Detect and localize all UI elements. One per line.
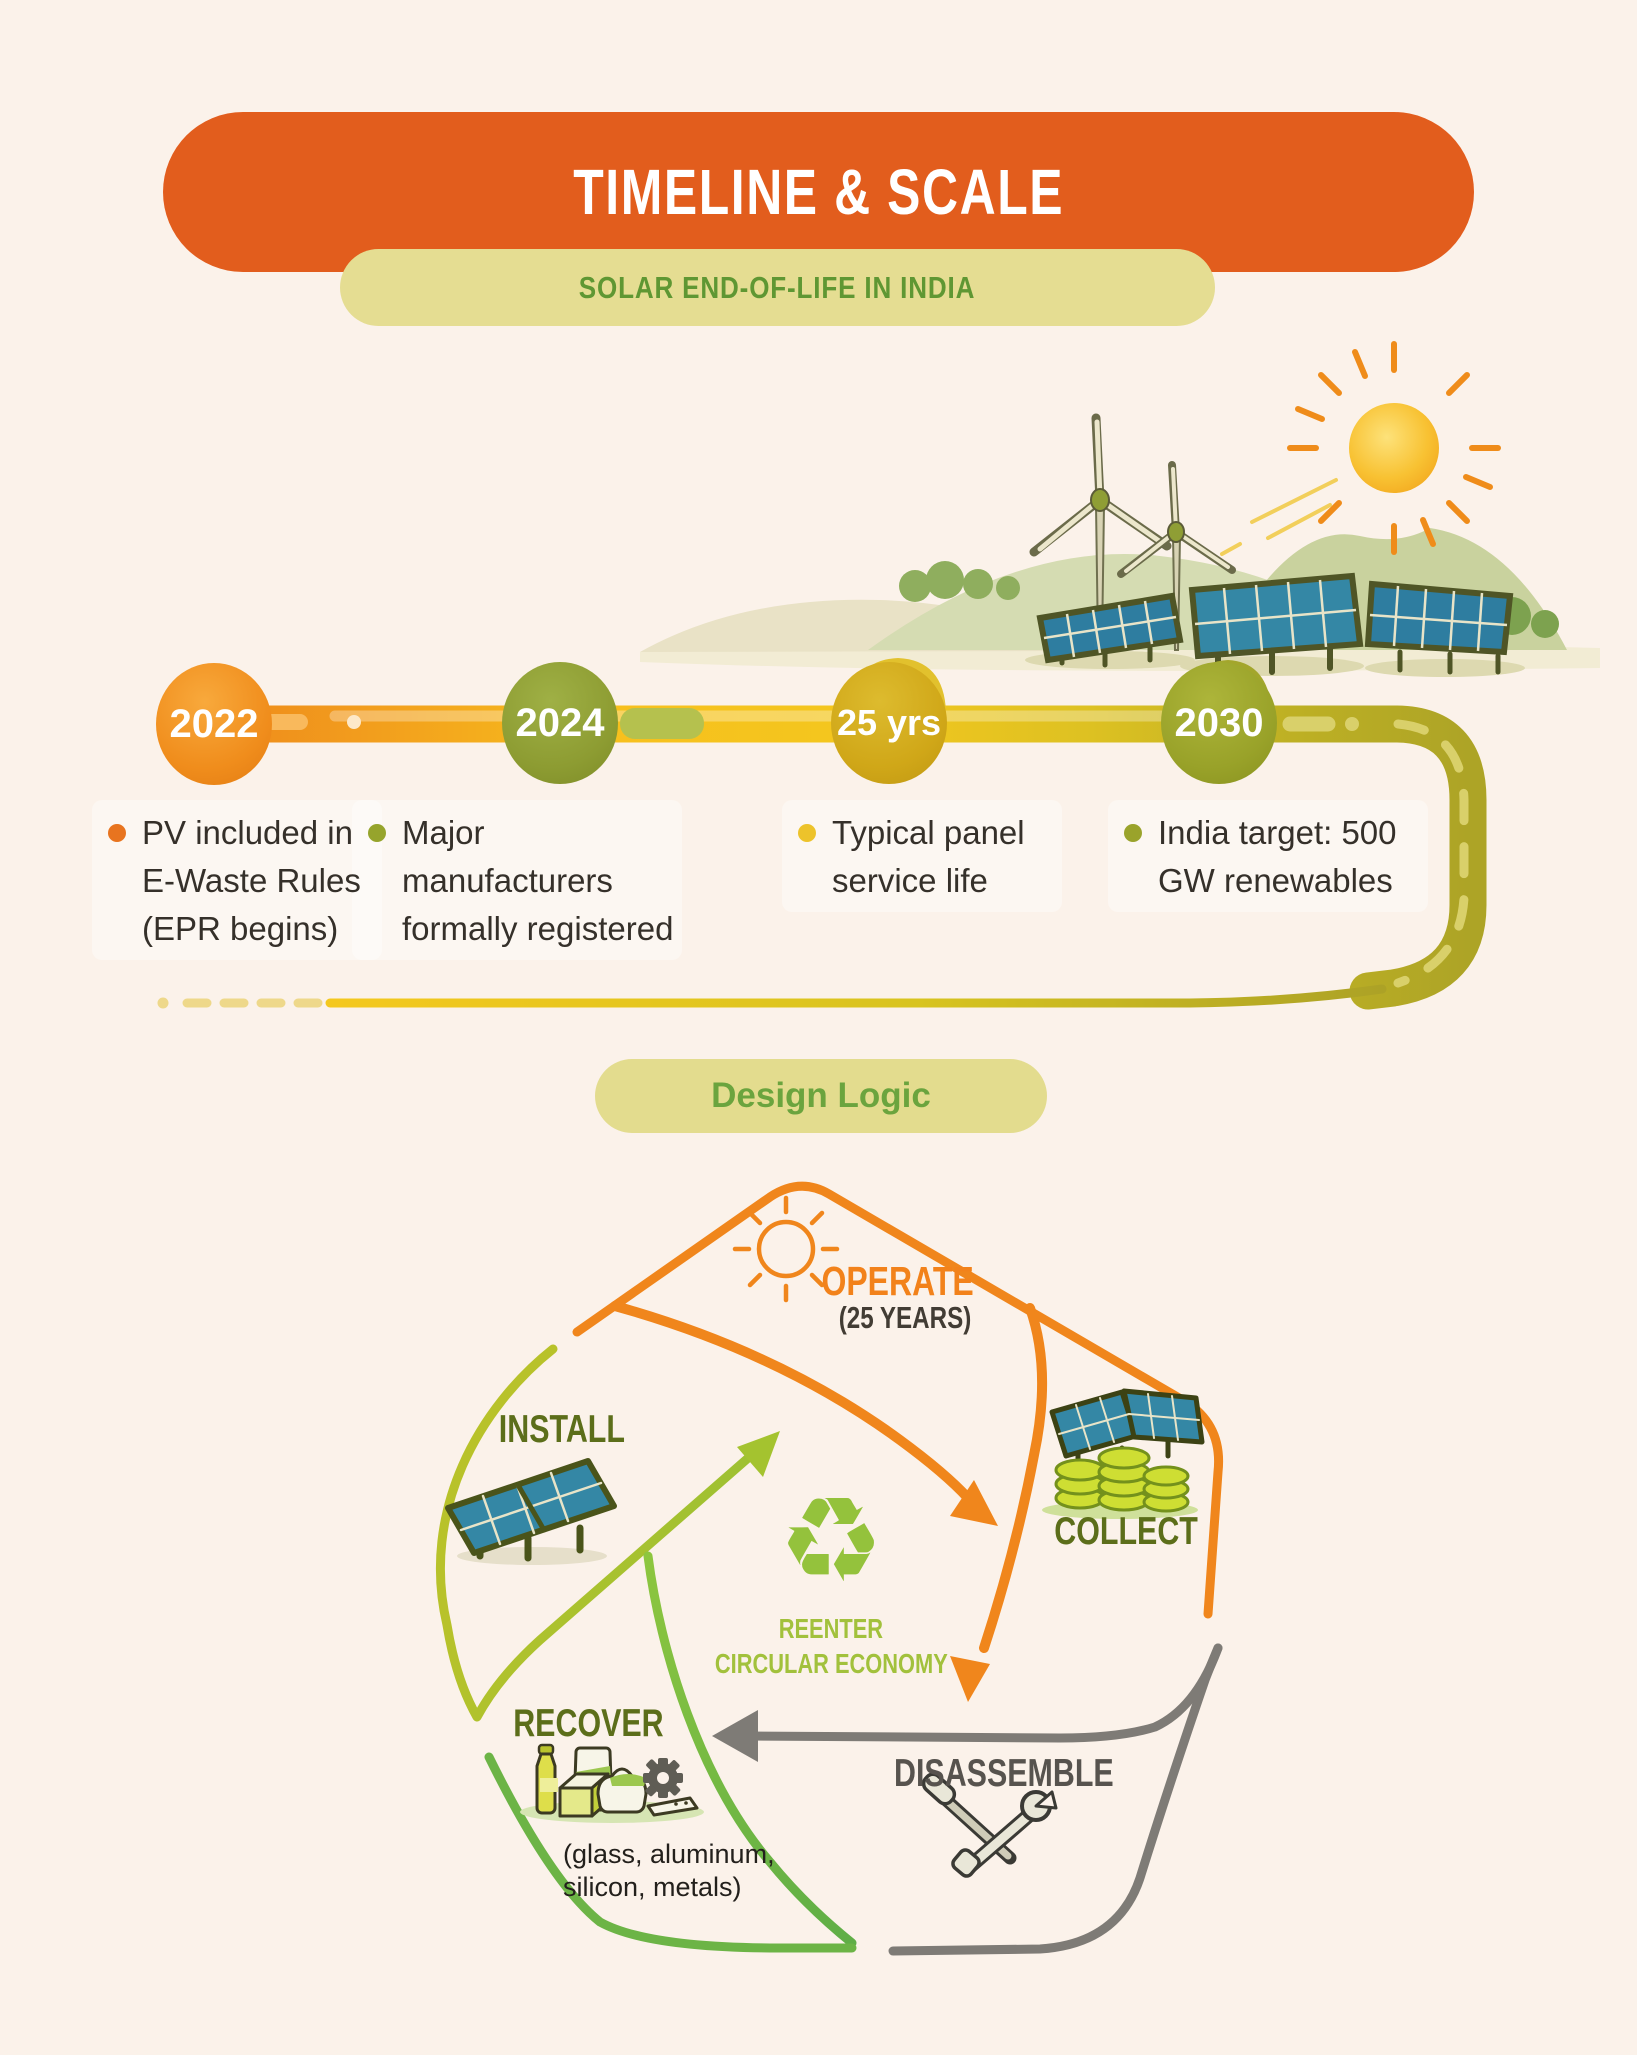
milestone-note-2024: Major manufacturers formally registered	[402, 809, 673, 953]
tools-icon	[921, 1772, 1058, 1878]
bullet-dot	[1124, 824, 1142, 842]
sun-outline-icon	[732, 1195, 840, 1303]
cycle-step-recover: RECOVER	[438, 1702, 738, 1746]
cycle-step-collect: COLLECT	[976, 1510, 1276, 1554]
loop-dashes	[1393, 719, 1469, 988]
edge-install-arrow	[435, 1344, 752, 1722]
edge-green-outer	[484, 1752, 857, 1953]
cycle-step-operate-sub: (25 YEARS)	[755, 1300, 1055, 1336]
caption-line: silicon, metals)	[563, 1872, 742, 1902]
collect-panels-coins-icon	[1042, 1388, 1205, 1519]
note-line: E-Waste Rules	[142, 862, 361, 899]
arrow-disassemble-recover	[743, 1643, 1223, 1743]
page-subtitle: SOLAR END-OF-LIFE IN INDIA	[579, 269, 976, 305]
note-line: Major	[402, 814, 485, 851]
timeline-return-dot	[157, 997, 169, 1009]
gear-icon	[643, 1758, 683, 1798]
sun-icon	[1220, 341, 1501, 556]
subtitle-banner: SOLAR END-OF-LIFE IN INDIA	[340, 249, 1215, 326]
install-panel-icon	[445, 1458, 617, 1565]
step-sublabel: (25 YEARS)	[838, 1300, 972, 1335]
timeline-track	[157, 705, 1487, 1010]
recover-caption: (glass, aluminum, silicon, metals)	[563, 1838, 775, 1904]
bullet-dot	[108, 824, 126, 842]
milestone-circle-2030: 2030	[1161, 662, 1277, 784]
design-logic-banner: Design Logic	[595, 1059, 1047, 1133]
milestone-note-2030: India target: 500 GW renewables	[1158, 809, 1397, 905]
cycle-center-line2: CIRCULAR ECONOMY	[681, 1648, 981, 1680]
milestone-label: 2024	[515, 700, 605, 745]
note-line: GW renewables	[1158, 862, 1393, 899]
cycle-step-disassemble: DISASSEMBLE	[824, 1752, 1184, 1796]
recover-materials-icon	[520, 1743, 704, 1823]
step-label: DISASSEMBLE	[894, 1752, 1114, 1795]
edge-green-inner	[643, 1551, 857, 1948]
step-label: COLLECT	[1054, 1510, 1198, 1553]
cycle-step-operate: OPERATE	[748, 1258, 1048, 1305]
cycle-center-line1: REENTER	[681, 1613, 981, 1645]
solar-panel-array	[1364, 580, 1525, 677]
band-dot-2022	[347, 715, 361, 729]
step-label: RECOVER	[512, 1702, 664, 1745]
center-label: REENTER	[778, 1613, 884, 1644]
note-panel	[352, 800, 682, 960]
caption-line: (glass, aluminum,	[563, 1839, 775, 1869]
note-panel	[92, 800, 382, 960]
arrowhead-gray	[712, 1710, 758, 1762]
milestone-circle-2024: 2024	[502, 662, 618, 784]
page-title: TIMELINE & SCALE	[573, 156, 1064, 228]
header-banner: TIMELINE & SCALE	[163, 112, 1474, 272]
bullet-dot	[368, 824, 386, 842]
note-line: India target: 500	[1158, 814, 1397, 851]
cycle-step-install: INSTALL	[412, 1408, 712, 1452]
milestone-label: 25 yrs	[836, 702, 942, 743]
note-panel	[1108, 800, 1428, 912]
note-line: (EPR begins)	[142, 910, 339, 947]
solar-panel-array	[1025, 592, 1195, 669]
milestone-note-25yrs: Typical panel service life	[832, 809, 1025, 905]
wind-turbine	[1117, 461, 1236, 651]
recycle-icon: ♻	[778, 1475, 884, 1607]
note-panel	[782, 800, 1062, 912]
milestone-circle-25yrs: 25 yrs	[831, 662, 947, 784]
step-label: INSTALL	[498, 1408, 626, 1451]
note-line: manufacturers	[402, 862, 613, 899]
note-line: PV included in	[142, 814, 353, 851]
band-dot-2030	[1345, 717, 1359, 731]
band-segment-2024	[620, 708, 704, 739]
coin-stacks	[1054, 1446, 1190, 1513]
cycle-diagram	[435, 1181, 1224, 1956]
note-line: service life	[832, 862, 988, 899]
design-logic-label: Design Logic	[711, 1076, 931, 1115]
arrowhead-install	[737, 1431, 780, 1477]
landscape-illustration	[640, 341, 1600, 712]
solar-panel-array	[1180, 572, 1364, 676]
timeline-return-line	[325, 984, 1387, 1008]
bullet-dot	[798, 824, 816, 842]
milestone-circle-2022: 2022	[156, 663, 272, 785]
arrowhead-orange-2	[950, 1656, 990, 1702]
center-label: CIRCULAR ECONOMY	[714, 1648, 948, 1679]
note-line: formally registered	[402, 910, 674, 947]
milestone-label: 2030	[1174, 700, 1264, 745]
arrowhead-orange-1	[950, 1480, 998, 1526]
note-line: Typical panel	[832, 814, 1025, 851]
arrow-collect-disassemble	[979, 1303, 1048, 1653]
milestone-note-2022: PV included in E-Waste Rules (EPR begins…	[142, 809, 361, 953]
sun-beams	[1220, 478, 1338, 556]
arrow-operate-collect	[610, 1301, 973, 1503]
milestone-label: 2022	[169, 701, 259, 746]
step-label: OPERATE	[821, 1258, 975, 1304]
